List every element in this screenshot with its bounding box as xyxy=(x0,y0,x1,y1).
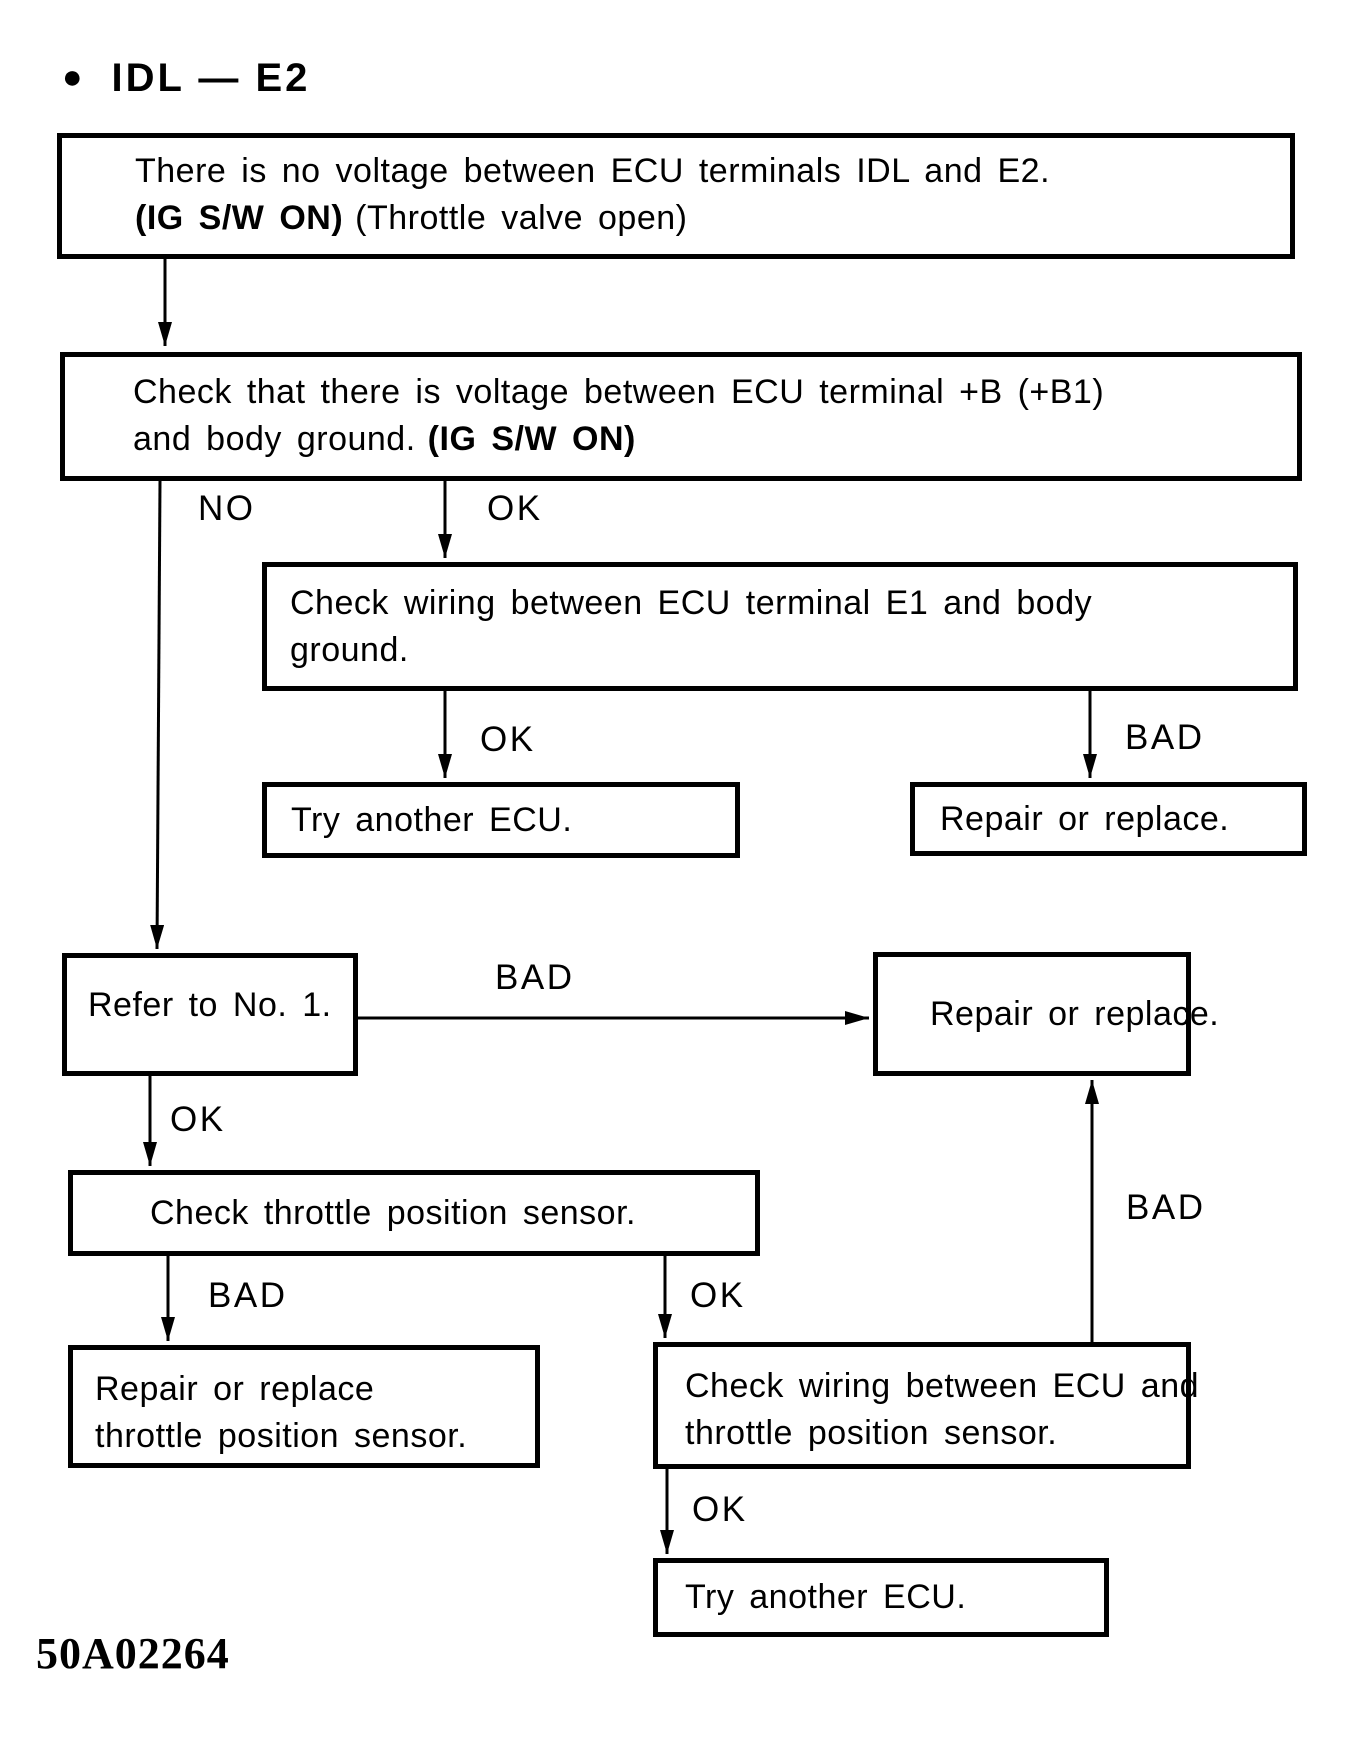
edge-label-ok: OK xyxy=(690,1276,746,1315)
node-text-line: Check throttle position sensor. xyxy=(150,1193,636,1232)
node-check-throttle-position-sensor: Check throttle position sensor. xyxy=(68,1170,760,1256)
node-repair-or-replace-2: Repair or replace. xyxy=(873,952,1219,1076)
bullet-icon: ● xyxy=(62,58,86,96)
node-text-line: (IG S/W ON) (Throttle valve open) xyxy=(135,195,1280,242)
edge-label-ok: OK xyxy=(692,1490,748,1529)
edge-label-bad: BAD xyxy=(495,958,575,997)
node-try-another-ecu-2: Try another ECU. xyxy=(653,1558,1109,1637)
node-text-line: Check wiring between ECU terminal E1 and… xyxy=(290,584,1093,622)
node-check-b-voltage: Check that there is voltage between ECU … xyxy=(60,352,1302,481)
node-text-line: ground. xyxy=(290,631,409,669)
node-try-another-ecu-1: Try another ECU. xyxy=(262,782,740,858)
node-text-line: Check that there is voltage between ECU … xyxy=(133,373,1105,411)
edge-label-ok: OK xyxy=(480,720,536,759)
node-refer-to-no1: Refer to No. 1. xyxy=(62,953,358,1076)
node-text-line: Try another ECU. xyxy=(685,1578,967,1616)
node-text-line: Repair or replace. xyxy=(940,799,1230,838)
node-repair-replace-tps: Repair or replace throttle position sens… xyxy=(68,1345,540,1468)
edge-label-bad: BAD xyxy=(1126,1188,1206,1227)
node-text-line: throttle position sensor. xyxy=(685,1414,1058,1452)
node-text-normal: and body ground. xyxy=(133,420,416,458)
figure-code: 50A02264 xyxy=(36,1629,230,1678)
node-check-e1-wiring: Check wiring between ECU terminal E1 and… xyxy=(262,562,1298,691)
edge-no-to-refer xyxy=(150,480,165,950)
edge-label-ok: OK xyxy=(487,489,543,528)
node-text-line: throttle position sensor. xyxy=(95,1417,468,1455)
node-text-normal: (Throttle valve open) xyxy=(355,199,688,237)
edge-label-bad: BAD xyxy=(208,1276,288,1315)
edge-label-ok: OK xyxy=(170,1100,226,1139)
node-text-bold: (IG S/W ON) xyxy=(427,420,636,458)
node-text-line: Refer to No. 1. xyxy=(88,986,332,1024)
node-text-line: and body ground. (IG S/W ON) xyxy=(133,416,1287,463)
node-text-line: Try another ECU. xyxy=(291,800,573,839)
node-text-bold: (IG S/W ON) xyxy=(135,199,344,237)
node-text-line: Repair or replace xyxy=(95,1370,375,1408)
section-title-text: IDL — E2 xyxy=(111,56,311,100)
node-text-line: There is no voltage between ECU terminal… xyxy=(135,152,1051,190)
section-title: ● IDL — E2 xyxy=(62,56,310,101)
node-text-line: Repair or replace. xyxy=(930,994,1220,1033)
edge-label-bad: BAD xyxy=(1125,718,1205,757)
node-text-line: Check wiring between ECU and xyxy=(685,1367,1200,1405)
node-repair-or-replace-1: Repair or replace. xyxy=(910,782,1307,856)
node-no-voltage: There is no voltage between ECU terminal… xyxy=(57,133,1295,259)
edge-label-no: NO xyxy=(198,489,256,528)
node-check-wiring-ecu-tps: Check wiring between ECU and throttle po… xyxy=(653,1342,1200,1469)
